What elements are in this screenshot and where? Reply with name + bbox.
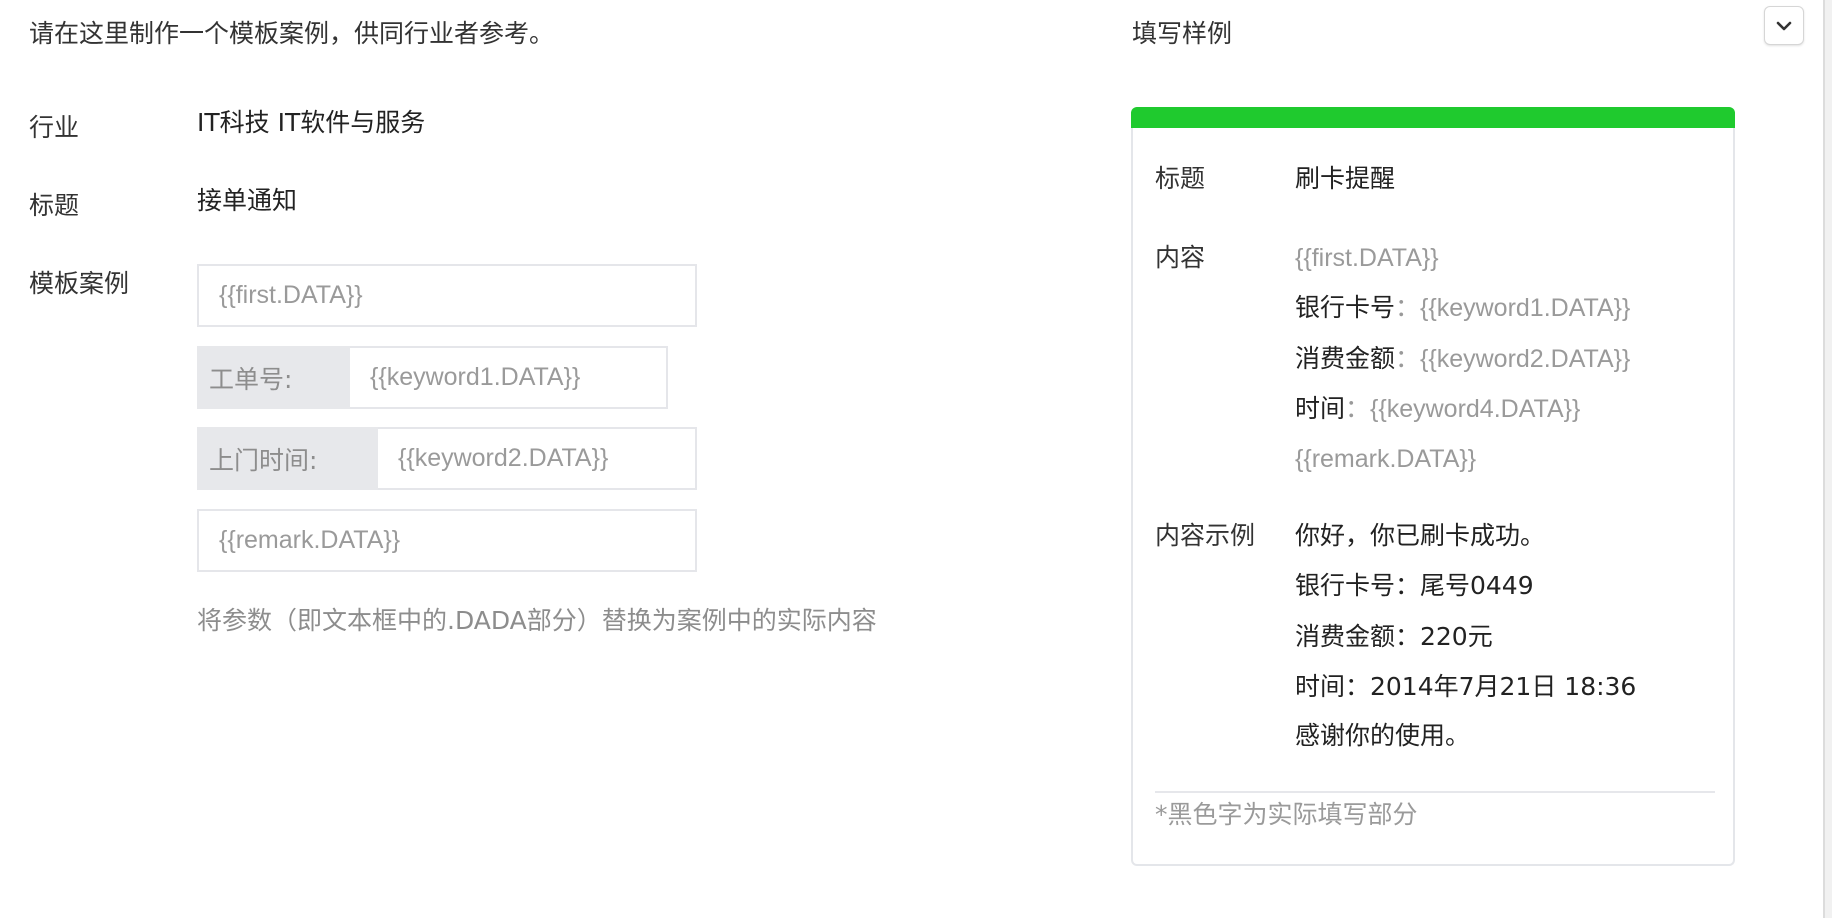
industry-label: 行业 <box>29 113 80 142</box>
collapse-toggle-button[interactable] <box>1764 6 1804 45</box>
remark-input[interactable]: {{remark.DATA}} <box>197 509 697 572</box>
chevron-down-icon <box>1776 21 1792 30</box>
keyword1-input[interactable]: 工单号: {{keyword1.DATA}} <box>197 346 668 409</box>
content-line: 银行卡号：{{keyword1.DATA}} <box>1295 293 1631 322</box>
title-label: 标题 <box>29 191 80 220</box>
keyword2-placeholder: {{keyword2.DATA}} <box>398 444 609 472</box>
work-order-prefix: 工单号: <box>197 346 350 409</box>
sample-card-accent-bar <box>1131 107 1735 128</box>
content-line: {{remark.DATA}} <box>1295 445 1477 473</box>
card-divider <box>1155 791 1715 793</box>
sample-footnote: *黑色字为实际填写部分 <box>1155 800 1418 829</box>
first-data-input[interactable]: {{first.DATA}} <box>197 264 697 327</box>
content-line: 消费金额：{{keyword2.DATA}} <box>1295 344 1631 373</box>
sample-example-label: 内容示例 <box>1155 521 1256 550</box>
sample-card: 标题 刷卡提醒 内容 {{first.DATA}} 银行卡号：{{keyword… <box>1131 128 1735 866</box>
sample-title-label: 标题 <box>1155 164 1206 193</box>
first-data-placeholder: {{first.DATA}} <box>219 281 363 309</box>
template-label: 模板案例 <box>29 269 130 298</box>
example-line: 消费金额：220元 <box>1295 622 1493 651</box>
remark-placeholder: {{remark.DATA}} <box>219 526 401 554</box>
visit-time-prefix: 上门时间: <box>197 427 378 490</box>
content-line: 时间：{{keyword4.DATA}} <box>1295 394 1581 423</box>
industry-value: IT科技 IT软件与服务 <box>197 108 426 137</box>
example-line: 感谢你的使用。 <box>1295 721 1471 750</box>
help-text: 将参数（即文本框中的.DADA部分）替换为案例中的实际内容 <box>197 606 877 635</box>
example-line: 你好，你已刷卡成功。 <box>1295 521 1546 550</box>
content-line: {{first.DATA}} <box>1295 244 1439 272</box>
title-value: 接单通知 <box>197 186 298 215</box>
keyword1-placeholder: {{keyword1.DATA}} <box>370 363 581 391</box>
side-panel-edge[interactable] <box>1823 0 1832 918</box>
sample-heading: 填写样例 <box>1132 19 1233 48</box>
keyword2-input[interactable]: 上门时间: {{keyword2.DATA}} <box>197 427 697 490</box>
example-line: 银行卡号：尾号0449 <box>1295 571 1534 600</box>
example-line: 时间：2014年7月21日 18:36 <box>1295 672 1637 701</box>
sample-content-label: 内容 <box>1155 243 1206 272</box>
intro-text: 请在这里制作一个模板案例，供同行业者参考。 <box>29 19 555 48</box>
sample-title-value: 刷卡提醒 <box>1295 164 1396 193</box>
